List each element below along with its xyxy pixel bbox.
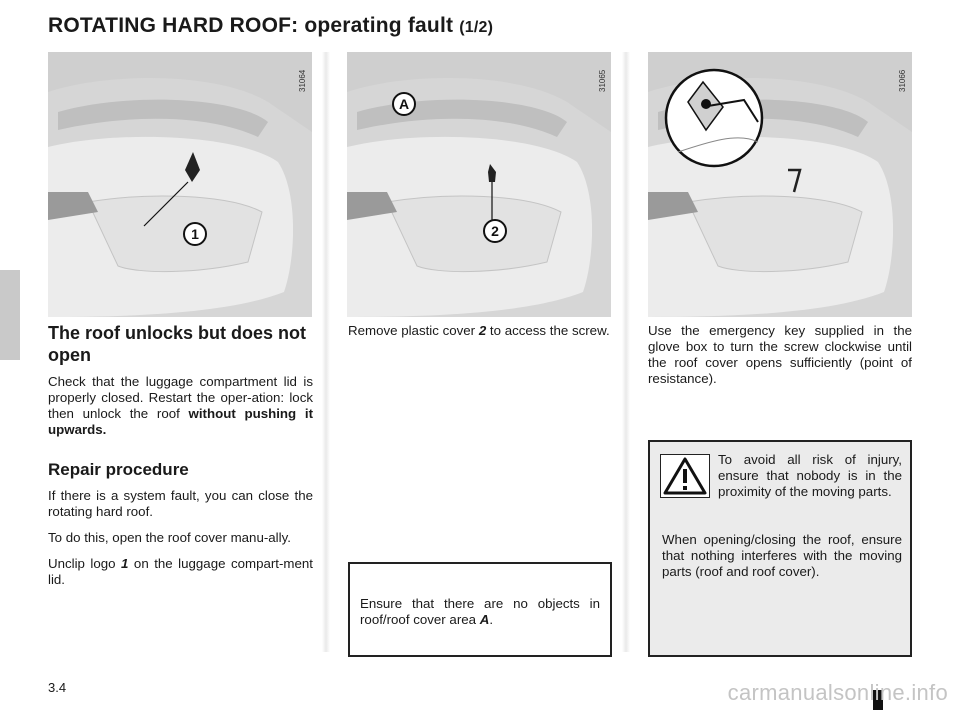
middle-column: Remove plastic cover 2 to access the scr…	[348, 323, 612, 349]
page-number: 3.4	[48, 680, 67, 695]
warning-interference-text: When opening/closing the roof, ensure th…	[662, 532, 902, 579]
paragraph-remove-cover: Remove plastic cover 2 to access the scr…	[348, 323, 610, 338]
corner-mark	[873, 690, 883, 710]
callout-1: 1	[183, 222, 207, 246]
left-column: The roof unlocks but does not open Check…	[48, 322, 313, 598]
note-text: Ensure that there are no objects in roof…	[360, 596, 600, 627]
warning-injury-text: To avoid all risk of injury, ensure that…	[718, 452, 902, 499]
figure-key-photo	[648, 52, 912, 317]
paragraph-fault: If there is a system fault, you can clos…	[48, 488, 313, 519]
figure-code: 31065	[598, 69, 607, 92]
title-part: (1/2)	[459, 19, 494, 36]
warning-box: To avoid all risk of injury, ensure that…	[648, 440, 912, 657]
page-title: ROTATING HARD ROOF: operating fault (1/2…	[48, 14, 494, 37]
callout-2: 2	[483, 219, 507, 243]
watermark: carmanualsonline.info	[727, 680, 948, 705]
paragraph-open-cover: To do this, open the roof cover manu-all…	[48, 530, 291, 545]
note-box: Ensure that there are no objects in roof…	[348, 562, 612, 657]
paragraph-check: Check that the luggage compartment lid i…	[48, 374, 313, 437]
figure-code: 31064	[298, 69, 307, 92]
warning-triangle-icon	[660, 454, 710, 498]
paragraph-unclip: Unclip logo 1 on the luggage compart-men…	[48, 556, 313, 587]
right-column: Use the emergency key supplied in the gl…	[648, 323, 912, 397]
figure-logo-photo: 1	[48, 52, 312, 317]
paragraph-emergency-key: Use the emergency key supplied in the gl…	[648, 323, 912, 386]
column-divider	[322, 52, 330, 652]
figure-cover-photo: A 2	[347, 52, 611, 317]
section-heading-repair: Repair procedure	[48, 460, 189, 479]
area-label-a: A	[392, 92, 416, 116]
section-heading-unlock: The roof unlocks but does not open	[48, 323, 306, 365]
column-divider	[622, 52, 630, 652]
figure-code: 31066	[898, 69, 907, 92]
section-tab	[0, 270, 20, 360]
